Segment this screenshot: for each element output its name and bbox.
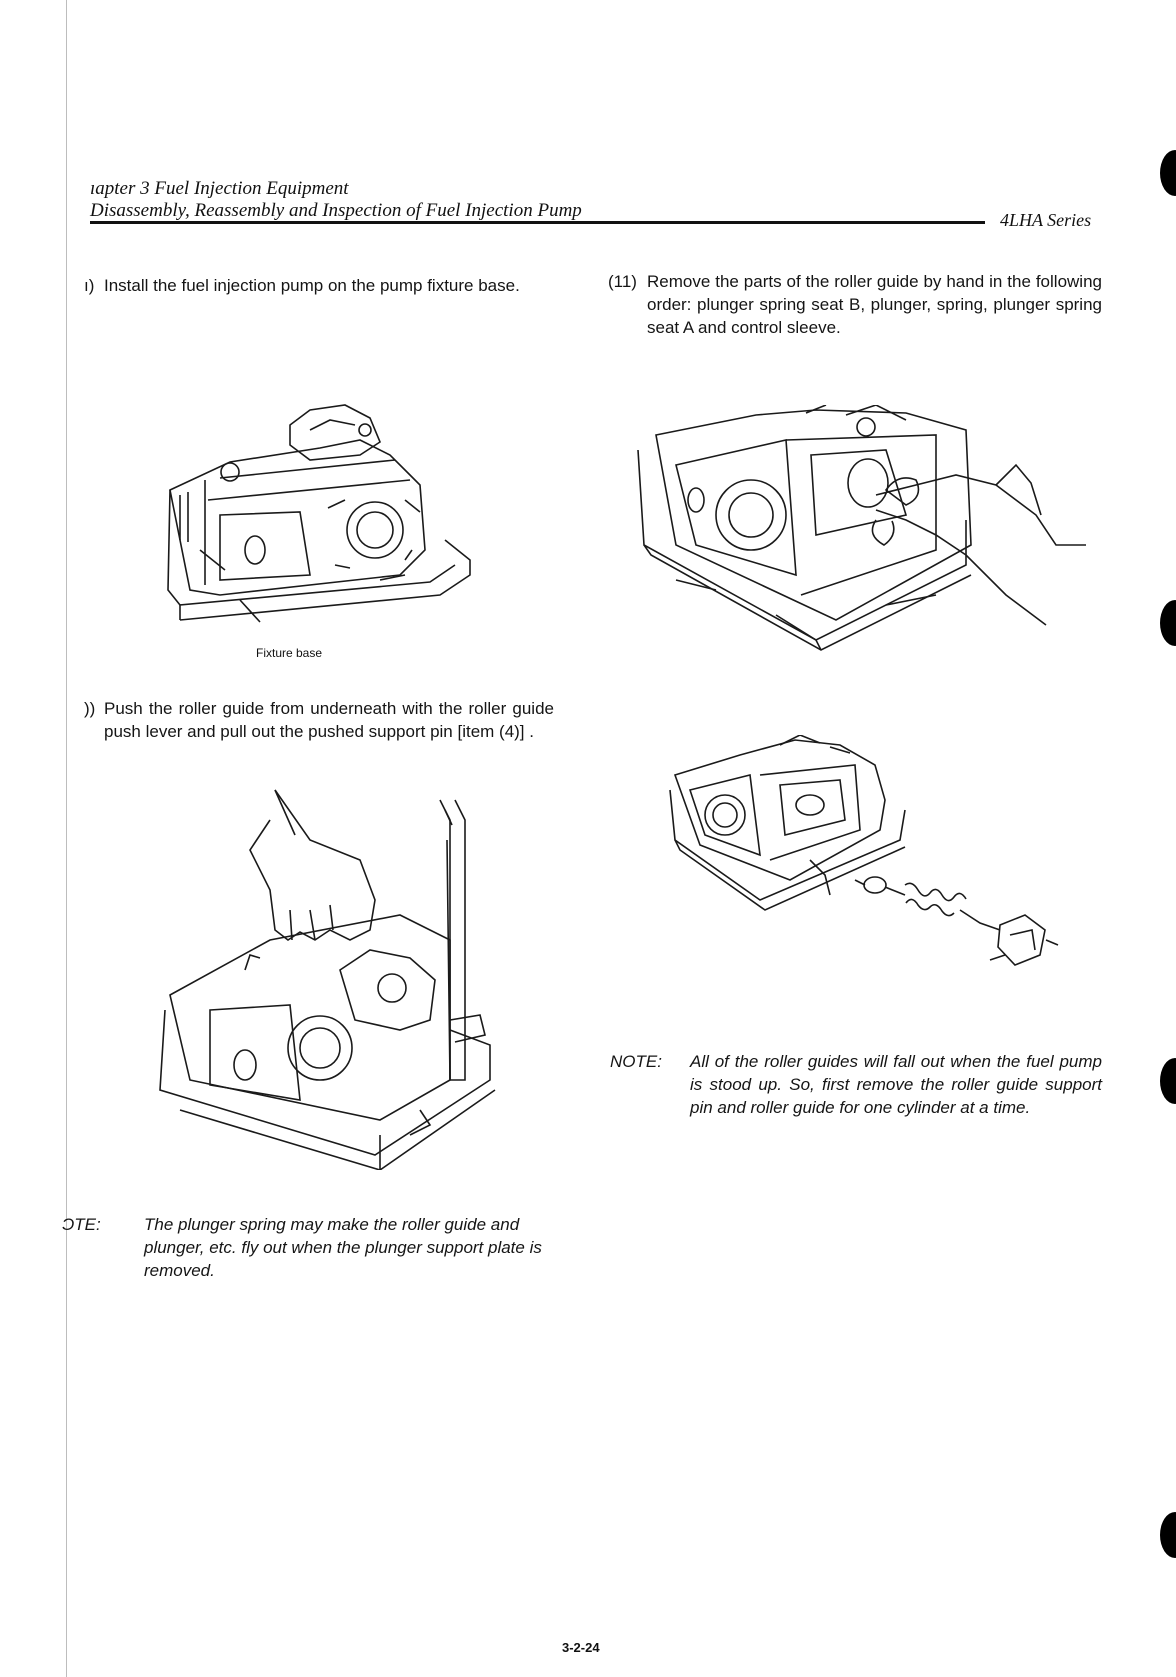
binder-hole-mark bbox=[1160, 150, 1176, 196]
chapter-title: ıapter 3 Fuel Injection Equipment bbox=[90, 178, 349, 199]
note-roller-guides-fall-out: NOTE: All of the roller guides will fall… bbox=[610, 1050, 1102, 1119]
note-plunger-spring: ƆTE: The plunger spring may make the rol… bbox=[62, 1213, 552, 1282]
step-push-roller-guide: )) Push the roller guide from underneath… bbox=[84, 697, 554, 743]
binding-margin-line bbox=[66, 0, 67, 1677]
page-number: 3-2-24 bbox=[562, 1640, 600, 1655]
header-rule bbox=[90, 221, 985, 224]
series-label: 4LHA Series bbox=[1000, 210, 1092, 230]
step-number: (11) bbox=[608, 272, 637, 291]
section-title: Disassembly, Reassembly and Inspection o… bbox=[90, 200, 582, 221]
note-text: All of the roller guides will fall out w… bbox=[690, 1052, 1102, 1117]
note-label: NOTE: bbox=[610, 1052, 662, 1071]
step-install-pump: ı) Install the fuel injection pump on th… bbox=[84, 274, 554, 297]
step-remove-roller-guide-parts: (11) Remove the parts of the roller guid… bbox=[608, 270, 1102, 339]
step-text: Install the fuel injection pump on the p… bbox=[104, 276, 520, 295]
figure-pump-on-fixture-base bbox=[160, 400, 480, 650]
note-text: The plunger spring may make the roller g… bbox=[144, 1215, 542, 1280]
note-label: ƆTE: bbox=[62, 1215, 101, 1234]
step-number: )) bbox=[84, 699, 96, 718]
step-text: Push the roller guide from underneath wi… bbox=[104, 699, 554, 741]
step-text: Remove the parts of the roller guide by … bbox=[647, 272, 1102, 337]
figure1-caption: Fixture base bbox=[256, 646, 323, 660]
binder-hole-mark bbox=[1160, 1512, 1176, 1558]
figure-remove-parts-by-hand bbox=[636, 405, 1096, 665]
binder-hole-mark bbox=[1160, 600, 1176, 646]
figure-push-lever bbox=[150, 780, 510, 1170]
figure-roller-guide-parts bbox=[660, 735, 1080, 995]
binder-hole-mark bbox=[1160, 1058, 1176, 1104]
step-number: ı) bbox=[84, 276, 95, 295]
